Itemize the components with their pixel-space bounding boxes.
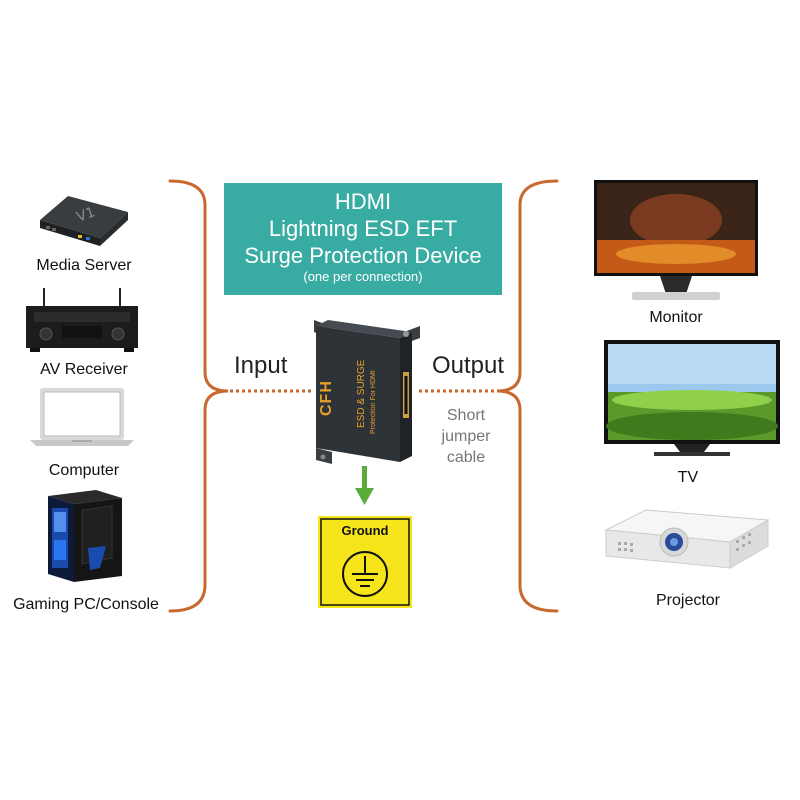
device-label-line2: Protection For HDMI xyxy=(370,370,377,434)
input-label: Input xyxy=(234,352,288,379)
device-logo: CFH xyxy=(318,380,335,416)
ground-label: Ground xyxy=(341,523,389,538)
title-box-bg xyxy=(224,183,502,295)
title-line-1: HDMI xyxy=(334,189,392,214)
title-line-3: Surge Protection Device xyxy=(244,243,482,268)
monitor-icon xyxy=(594,180,758,307)
output-label: Output xyxy=(432,352,505,379)
device-label-line1: ESD & SURGE xyxy=(356,359,367,428)
display-label-tv: TV xyxy=(677,469,699,486)
display-label-monitor: Monitor xyxy=(649,309,703,326)
source-label-av-receiver: AV Receiver xyxy=(40,361,128,378)
laptop-icon xyxy=(30,386,134,453)
right-bracket xyxy=(496,179,559,613)
title-line-4: (one per connection) xyxy=(303,269,423,284)
source-label-gaming-pc: Gaming PC/Console xyxy=(13,596,159,613)
tv-icon xyxy=(604,340,780,463)
ground-arrow xyxy=(355,466,374,505)
title-box: HDMI Lightning ESD EFT Surge Protection … xyxy=(224,183,502,295)
ground-sign: Ground xyxy=(318,516,412,608)
jumper-cable-label: Short jumper cable xyxy=(441,407,491,466)
display-label-projector: Projector xyxy=(655,592,721,609)
media-server-icon: V1 xyxy=(38,190,130,255)
surge-protector-device: CFH ESD & SURGE Protection For HDMI xyxy=(308,320,424,466)
source-label-computer: Computer xyxy=(48,462,120,479)
projector-icon xyxy=(604,506,770,577)
title-line-2: Lightning ESD EFT xyxy=(268,216,458,241)
gaming-pc-icon xyxy=(42,488,128,589)
source-label-media-server: Media Server xyxy=(36,257,132,274)
left-bracket xyxy=(168,179,229,613)
av-receiver-icon xyxy=(26,286,138,357)
svg-text:V1: V1 xyxy=(75,204,98,225)
